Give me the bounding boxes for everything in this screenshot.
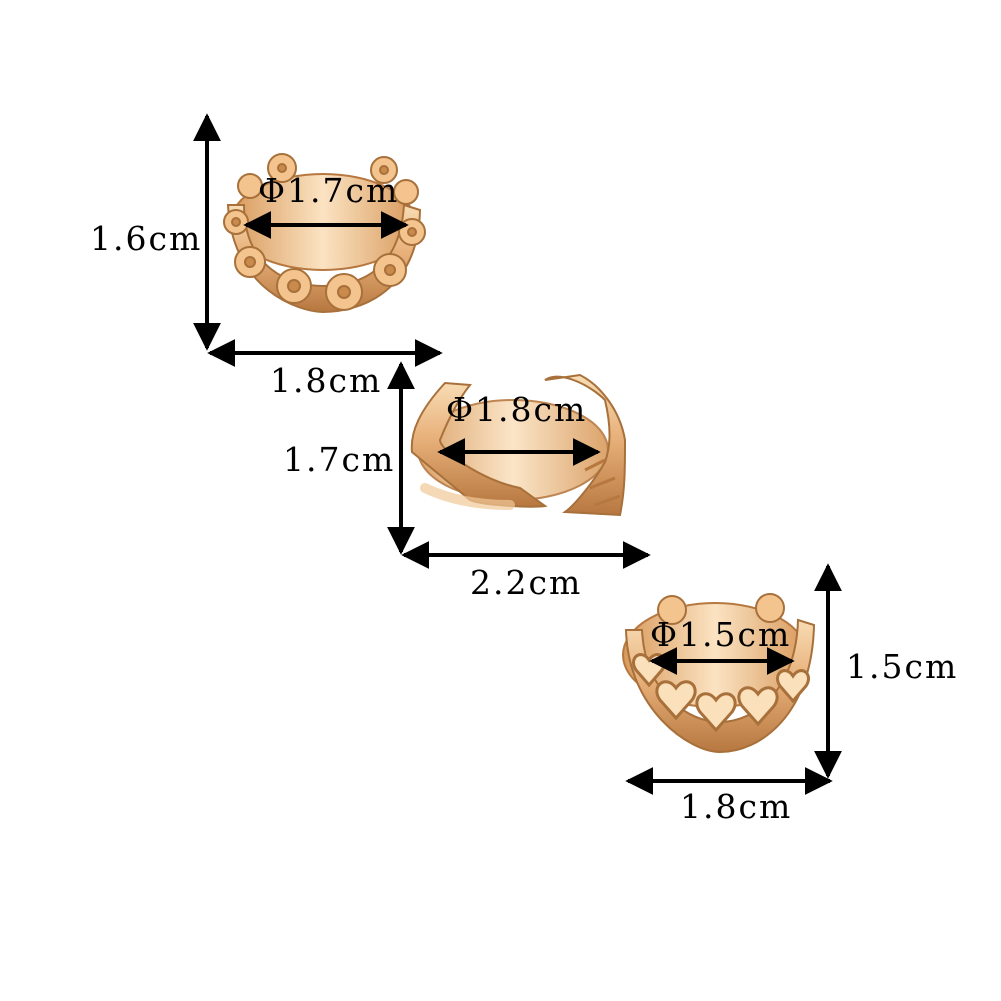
ring1-height-label: 1.6cm bbox=[90, 219, 203, 258]
ring3-width-label: 1.8cm bbox=[680, 787, 793, 826]
ring2-diameter-label: Φ1.8cm bbox=[446, 390, 588, 429]
ring2-height-label: 1.7cm bbox=[283, 440, 396, 479]
dimension-arrows bbox=[193, 113, 842, 795]
ring3-height-label: 1.5cm bbox=[846, 647, 959, 686]
ring1-diameter-label: Φ1.7cm bbox=[258, 171, 400, 210]
flower-motifs bbox=[223, 153, 426, 311]
ring1-width-label: 1.8cm bbox=[270, 361, 383, 400]
ring2-width-label: 2.2cm bbox=[470, 563, 583, 602]
ring-flower-band bbox=[223, 153, 426, 314]
ring3-diameter-label: Φ1.5cm bbox=[650, 615, 792, 654]
